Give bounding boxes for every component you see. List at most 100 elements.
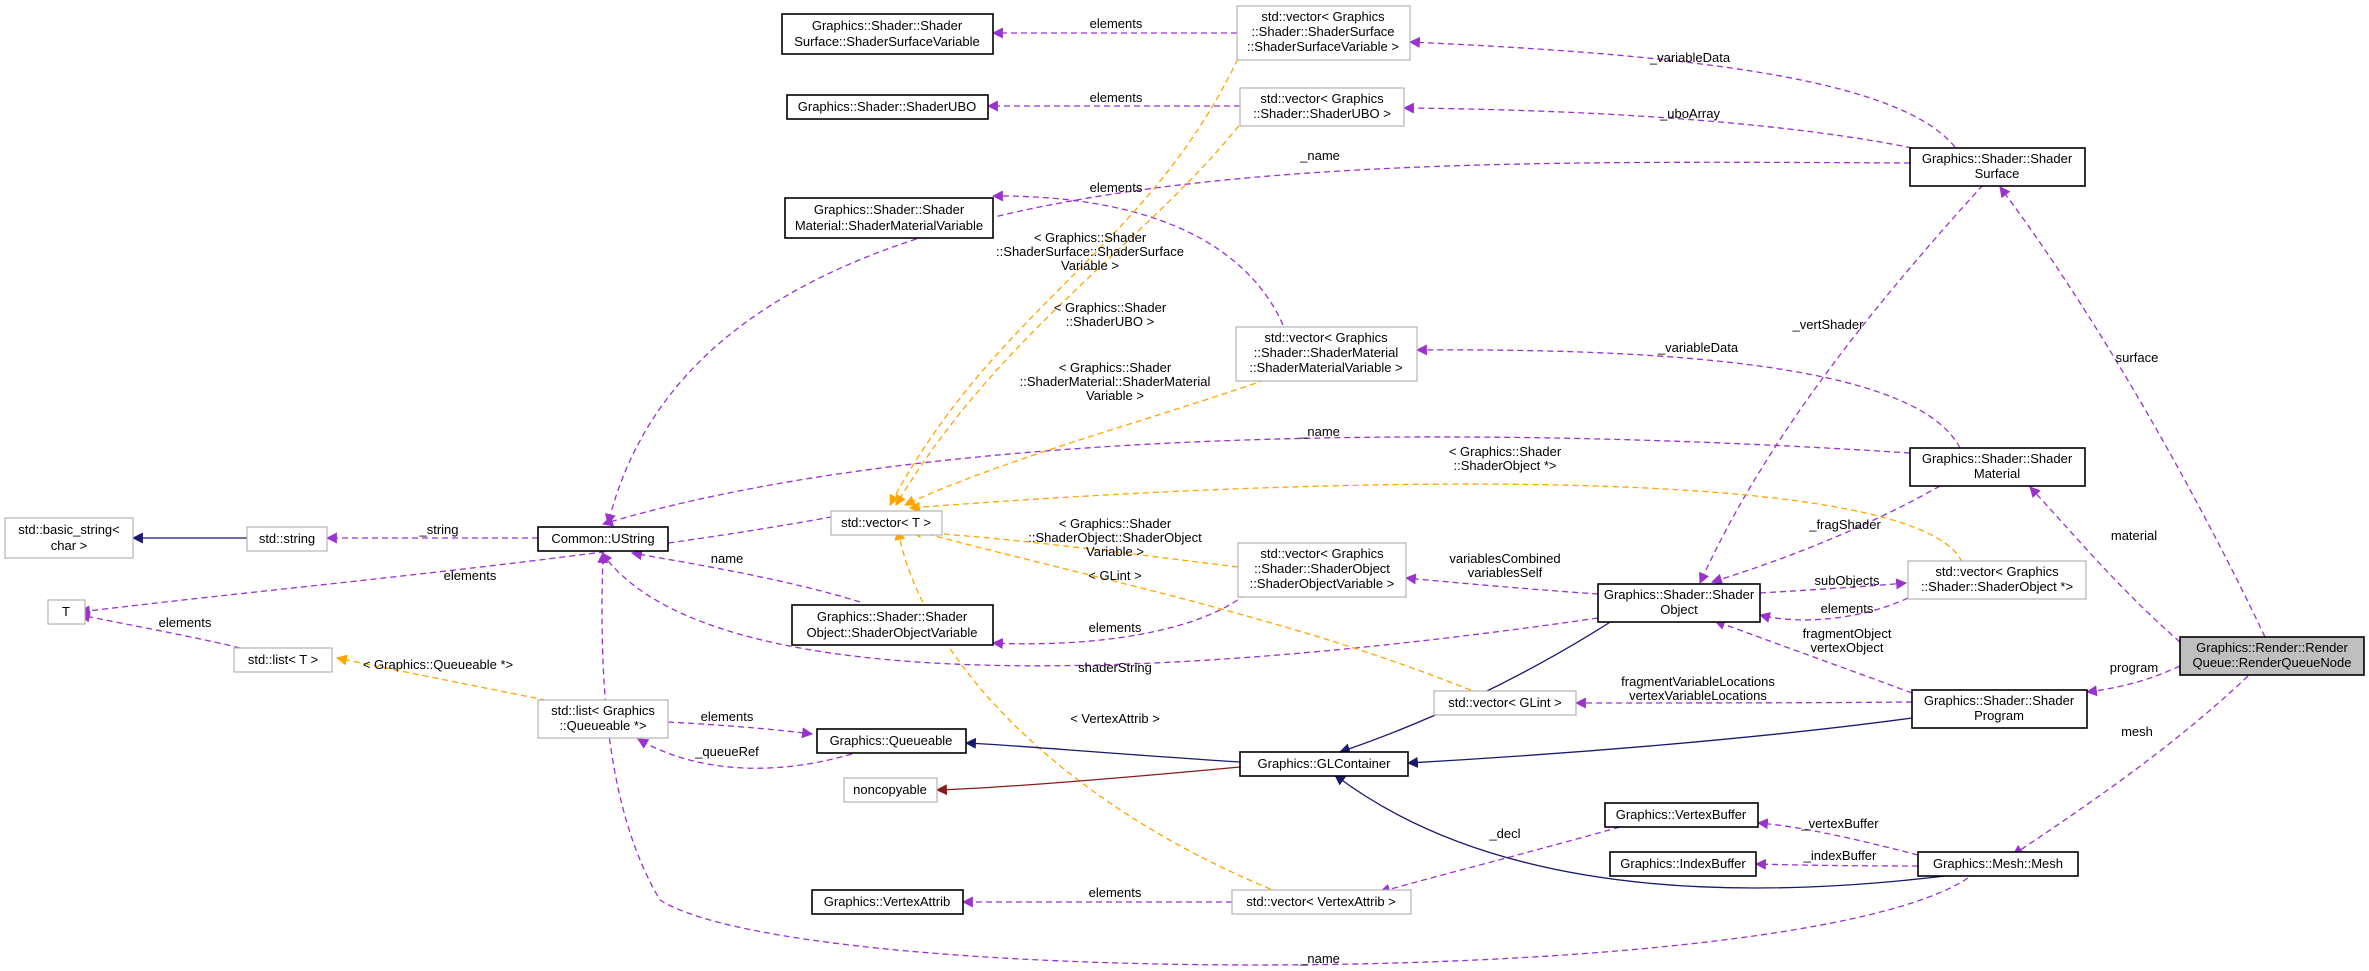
label-fragment-locations-2: vertexVariableLocations — [1629, 688, 1767, 703]
svg-text:Graphics::VertexBuffer: Graphics::VertexBuffer — [1616, 807, 1747, 822]
svg-text:std::vector< Graphics: std::vector< Graphics — [1935, 564, 2059, 579]
edge-ubo-array — [1402, 102, 1913, 149]
node-vector-ubo[interactable]: std::vector< Graphics ::Shader::ShaderUB… — [1239, 87, 1405, 127]
node-list-t[interactable]: std::list< T > — [233, 647, 333, 673]
edge-vertex-buffer — [1756, 818, 1919, 856]
node-basic-string[interactable]: std::basic_string< char > — [4, 517, 134, 559]
svg-text:Graphics::Shader::ShaderUBO: Graphics::Shader::ShaderUBO — [798, 99, 976, 114]
label-template-object-var: < Graphics::Shader — [1059, 516, 1172, 531]
node-noncopyable[interactable]: noncopyable — [843, 777, 938, 803]
edge-vert-shader — [1699, 184, 1984, 585]
svg-text:::Shader::ShaderObject *>: ::Shader::ShaderObject *> — [1921, 579, 2073, 594]
svg-text:::Shader::ShaderObject: ::Shader::ShaderObject — [1254, 561, 1390, 576]
node-shader-ubo[interactable]: Graphics::Shader::ShaderUBO — [786, 94, 989, 120]
label-fragment-vertex-object: fragmentObject — [1803, 626, 1892, 641]
node-t[interactable]: T — [47, 599, 86, 625]
label-elements-t: elements — [444, 568, 497, 583]
node-vector-material-variable[interactable]: std::vector< Graphics ::Shader::ShaderMa… — [1235, 326, 1418, 382]
node-vector-vertex-attrib[interactable]: std::vector< VertexAttrib > — [1231, 889, 1412, 915]
svg-text:Graphics::Shader::Shader: Graphics::Shader::Shader — [1924, 693, 2075, 708]
node-gl-container[interactable]: Graphics::GLContainer — [1239, 751, 1409, 777]
label-list-elements: elements — [159, 615, 212, 630]
label-template-surface-2: ::ShaderSurface::ShaderSurface — [996, 244, 1184, 259]
svg-text:Program: Program — [1974, 708, 2024, 723]
edge-sub-objects — [1759, 578, 1908, 594]
svg-text:::ShaderMaterialVariable >: ::ShaderMaterialVariable > — [1249, 360, 1402, 375]
label-decl: _decl — [1488, 826, 1520, 841]
node-queueable[interactable]: Graphics::Queueable — [816, 728, 967, 754]
label-template-object-var-3: Variable > — [1086, 544, 1144, 559]
svg-text:Surface: Surface — [1975, 166, 2020, 181]
svg-text:Material::ShaderMaterialVariab: Material::ShaderMaterialVariable — [795, 218, 983, 233]
node-vertex-attrib[interactable]: Graphics::VertexAttrib — [811, 889, 964, 915]
node-common-ustring[interactable]: Common::UString — [537, 526, 669, 552]
node-shader-program[interactable]: Graphics::Shader::Shader Program — [1911, 689, 2088, 729]
node-shader-material-variable[interactable]: Graphics::Shader::Shader Material::Shade… — [784, 197, 994, 239]
edge-decl — [1378, 826, 1621, 895]
edge-private-noncopyable — [935, 766, 1241, 796]
svg-text:T: T — [62, 604, 70, 619]
label-template-object-ptr-2: ::ShaderObject *> — [1454, 458, 1557, 473]
svg-text:std::vector< VertexAttrib >: std::vector< VertexAttrib > — [1246, 894, 1396, 909]
node-mesh[interactable]: Graphics::Mesh::Mesh — [1917, 851, 2079, 877]
svg-text:std::string: std::string — [259, 531, 315, 546]
node-vector-t[interactable]: std::vector< T > — [830, 510, 943, 536]
edge-fragment-locations — [1574, 697, 1913, 709]
svg-text:std::vector< Graphics: std::vector< Graphics — [1261, 9, 1385, 24]
label-template-queueable: < Graphics::Queueable *> — [363, 657, 513, 672]
edge-name-object-var — [630, 549, 861, 603]
node-vector-surface-variable[interactable]: std::vector< Graphics ::Shader::ShaderSu… — [1236, 5, 1411, 61]
node-render-queue-node[interactable]: Graphics::Render::Render Queue::RenderQu… — [2179, 636, 2365, 676]
svg-text:Object: Object — [1660, 602, 1698, 617]
edge-surface — [1999, 186, 2266, 638]
node-index-buffer[interactable]: Graphics::IndexBuffer — [1609, 851, 1757, 877]
label-variable-data-surface: _variableData — [1649, 50, 1731, 65]
label-obj-ptr-elements: elements — [1821, 601, 1874, 616]
label-frag-shader: _fragShader — [1808, 517, 1881, 532]
svg-text:Graphics::Shader::Shader: Graphics::Shader::Shader — [814, 202, 965, 217]
svg-text:Graphics::Shader::Shader: Graphics::Shader::Shader — [1922, 451, 2073, 466]
edge-inherit-program-glcontainer — [1406, 717, 1913, 768]
label-string: _string — [418, 522, 458, 537]
node-shader-object[interactable]: Graphics::Shader::Shader Object — [1597, 583, 1761, 623]
svg-text:::Queueable *>: ::Queueable *> — [559, 718, 646, 733]
label-shader-string: shaderString — [1078, 660, 1152, 675]
node-shader-material[interactable]: Graphics::Shader::Shader Material — [1909, 447, 2086, 487]
edge-template-ubo — [895, 117, 1246, 506]
label-index-buffer: _indexBuffer — [1803, 848, 1877, 863]
svg-text:std::list< Graphics: std::list< Graphics — [551, 703, 655, 718]
label-surface-var-elements: elements — [1090, 16, 1143, 31]
node-std-string[interactable]: std::string — [246, 526, 328, 552]
edge-list-elements — [78, 611, 241, 649]
edge-template-material — [904, 379, 1266, 506]
edge-frag-shader — [1710, 485, 1941, 585]
label-vertex-buffer: _vertexBuffer — [1800, 816, 1879, 831]
node-vertex-buffer[interactable]: Graphics::VertexBuffer — [1604, 802, 1759, 828]
svg-text:noncopyable: noncopyable — [853, 782, 927, 797]
edge-mesh — [2012, 675, 2249, 856]
edge-object-var-elements — [991, 579, 1261, 649]
label-ubo-array: _uboArray — [1659, 106, 1720, 121]
label-attrib-elements: elements — [1089, 885, 1142, 900]
svg-text:::ShaderObjectVariable >: ::ShaderObjectVariable > — [1250, 576, 1395, 591]
node-shader-surface[interactable]: Graphics::Shader::Shader Surface — [1909, 147, 2086, 187]
label-material-var-elements: elements — [1090, 180, 1143, 195]
node-vector-object-variable[interactable]: std::vector< Graphics ::Shader::ShaderOb… — [1237, 542, 1407, 598]
edge-template-glint — [910, 527, 1481, 695]
label-template-surface-3: Variable > — [1061, 258, 1119, 273]
svg-text:std::vector< T >: std::vector< T > — [841, 515, 931, 530]
edge-inherit-mesh-glcontainer — [1334, 774, 1946, 889]
node-shader-surface-variable[interactable]: Graphics::Shader::Shader Surface::Shader… — [781, 13, 994, 55]
label-material: material — [2111, 528, 2157, 543]
svg-text:Graphics::Render::Render: Graphics::Render::Render — [2196, 640, 2348, 655]
label-sub-objects: subObjects — [1814, 573, 1880, 588]
node-vector-glint[interactable]: std::vector< GLint > — [1433, 690, 1577, 716]
label-mesh: mesh — [2121, 724, 2153, 739]
edge-template-object-ptr — [908, 483, 1963, 563]
node-shader-object-variable[interactable]: Graphics::Shader::Shader Object::ShaderO… — [791, 604, 994, 646]
edge-index-buffer — [1754, 858, 1919, 870]
node-vector-shader-object-ptr[interactable]: std::vector< Graphics ::Shader::ShaderOb… — [1907, 560, 2087, 600]
edge-elements-material-var — [991, 190, 1284, 326]
node-list-queueable[interactable]: std::list< Graphics ::Queueable *> — [537, 699, 669, 739]
edge-elements-t — [78, 514, 843, 617]
